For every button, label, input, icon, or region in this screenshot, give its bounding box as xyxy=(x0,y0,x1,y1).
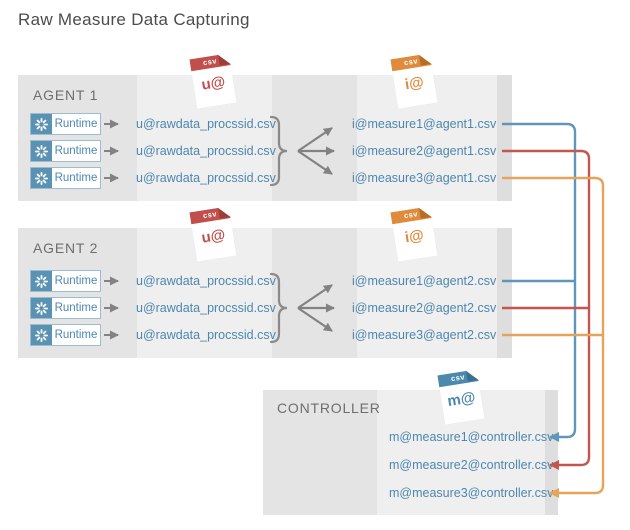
csv-letter: i@ xyxy=(403,226,425,247)
folded-corner xyxy=(218,53,231,66)
measure-file-label: i@measure3@agent2.csv xyxy=(352,328,497,342)
measure-file-label: i@measure1@agent1.csv xyxy=(352,117,497,131)
controller-title: CONTROLLER xyxy=(277,400,381,416)
runtime-label: Runtime xyxy=(54,118,98,130)
spinner-icon xyxy=(31,325,52,345)
csv-badge: csv xyxy=(450,372,466,384)
folded-corner xyxy=(218,206,231,219)
raw-file-label: u@rawdata_procssid.csv xyxy=(136,144,276,158)
controller-file-label: m@measure2@controller.csv xyxy=(389,458,554,472)
csv-file-icon-m-controller: csv m@ xyxy=(437,369,484,425)
agent1-edge-strip xyxy=(497,75,512,201)
runtime-button: Runtime xyxy=(30,167,101,189)
runtime-button: Runtime xyxy=(30,140,101,162)
spinner-icon xyxy=(31,141,52,161)
agent2-fan-column xyxy=(272,228,357,358)
runtime-button: Runtime xyxy=(30,270,101,292)
measure-file-label: i@measure2@agent1.csv xyxy=(352,144,497,158)
csv-file-icon-u-agent1: csv u@ xyxy=(189,53,236,109)
csv-letter: m@ xyxy=(446,388,477,411)
folded-corner xyxy=(466,369,479,382)
csv-file-icon-i-agent2: csv i@ xyxy=(390,206,437,262)
spinner-icon xyxy=(31,298,52,318)
raw-file-label: u@rawdata_procssid.csv xyxy=(136,274,276,288)
folded-corner xyxy=(419,53,432,66)
csv-badge: csv xyxy=(403,209,419,221)
runtime-label: Runtime xyxy=(54,145,98,157)
runtime-label: Runtime xyxy=(54,172,98,184)
spinner-icon xyxy=(31,114,52,134)
raw-file-label: u@rawdata_procssid.csv xyxy=(136,171,276,185)
runtime-label: Runtime xyxy=(54,302,98,314)
raw-file-label: u@rawdata_procssid.csv xyxy=(136,117,276,131)
csv-letter: u@ xyxy=(200,73,227,94)
runtime-button: Runtime xyxy=(30,297,101,319)
raw-file-label: u@rawdata_procssid.csv xyxy=(136,328,276,342)
spinner-icon xyxy=(31,271,52,291)
csv-file-icon-i-agent1: csv i@ xyxy=(390,53,437,109)
runtime-label: Runtime xyxy=(54,275,98,287)
raw-file-label: u@rawdata_procssid.csv xyxy=(136,301,276,315)
runtime-button: Runtime xyxy=(30,113,101,135)
agent2-edge-strip xyxy=(497,228,512,358)
agent1-title: AGENT 1 xyxy=(33,87,99,103)
agent2-title: AGENT 2 xyxy=(33,240,99,256)
csv-badge: csv xyxy=(202,209,218,221)
csv-file-icon-u-agent2: csv u@ xyxy=(189,206,236,262)
csv-letter: i@ xyxy=(403,73,425,94)
folded-corner xyxy=(419,206,432,219)
runtime-button: Runtime xyxy=(30,324,101,346)
measure-file-label: i@measure1@agent2.csv xyxy=(352,274,497,288)
measure-file-label: i@measure2@agent2.csv xyxy=(352,301,497,315)
csv-letter: u@ xyxy=(200,226,227,247)
csv-badge: csv xyxy=(403,56,419,68)
controller-file-label: m@measure1@controller.csv xyxy=(389,430,554,444)
controller-label-column xyxy=(263,390,377,515)
measure-file-label: i@measure3@agent1.csv xyxy=(352,171,497,185)
csv-badge: csv xyxy=(202,56,218,68)
runtime-label: Runtime xyxy=(54,329,98,341)
controller-file-label: m@measure3@controller.csv xyxy=(389,486,554,500)
spinner-icon xyxy=(31,168,52,188)
agent1-fan-column xyxy=(272,75,357,201)
page-title: Raw Measure Data Capturing xyxy=(18,10,250,29)
